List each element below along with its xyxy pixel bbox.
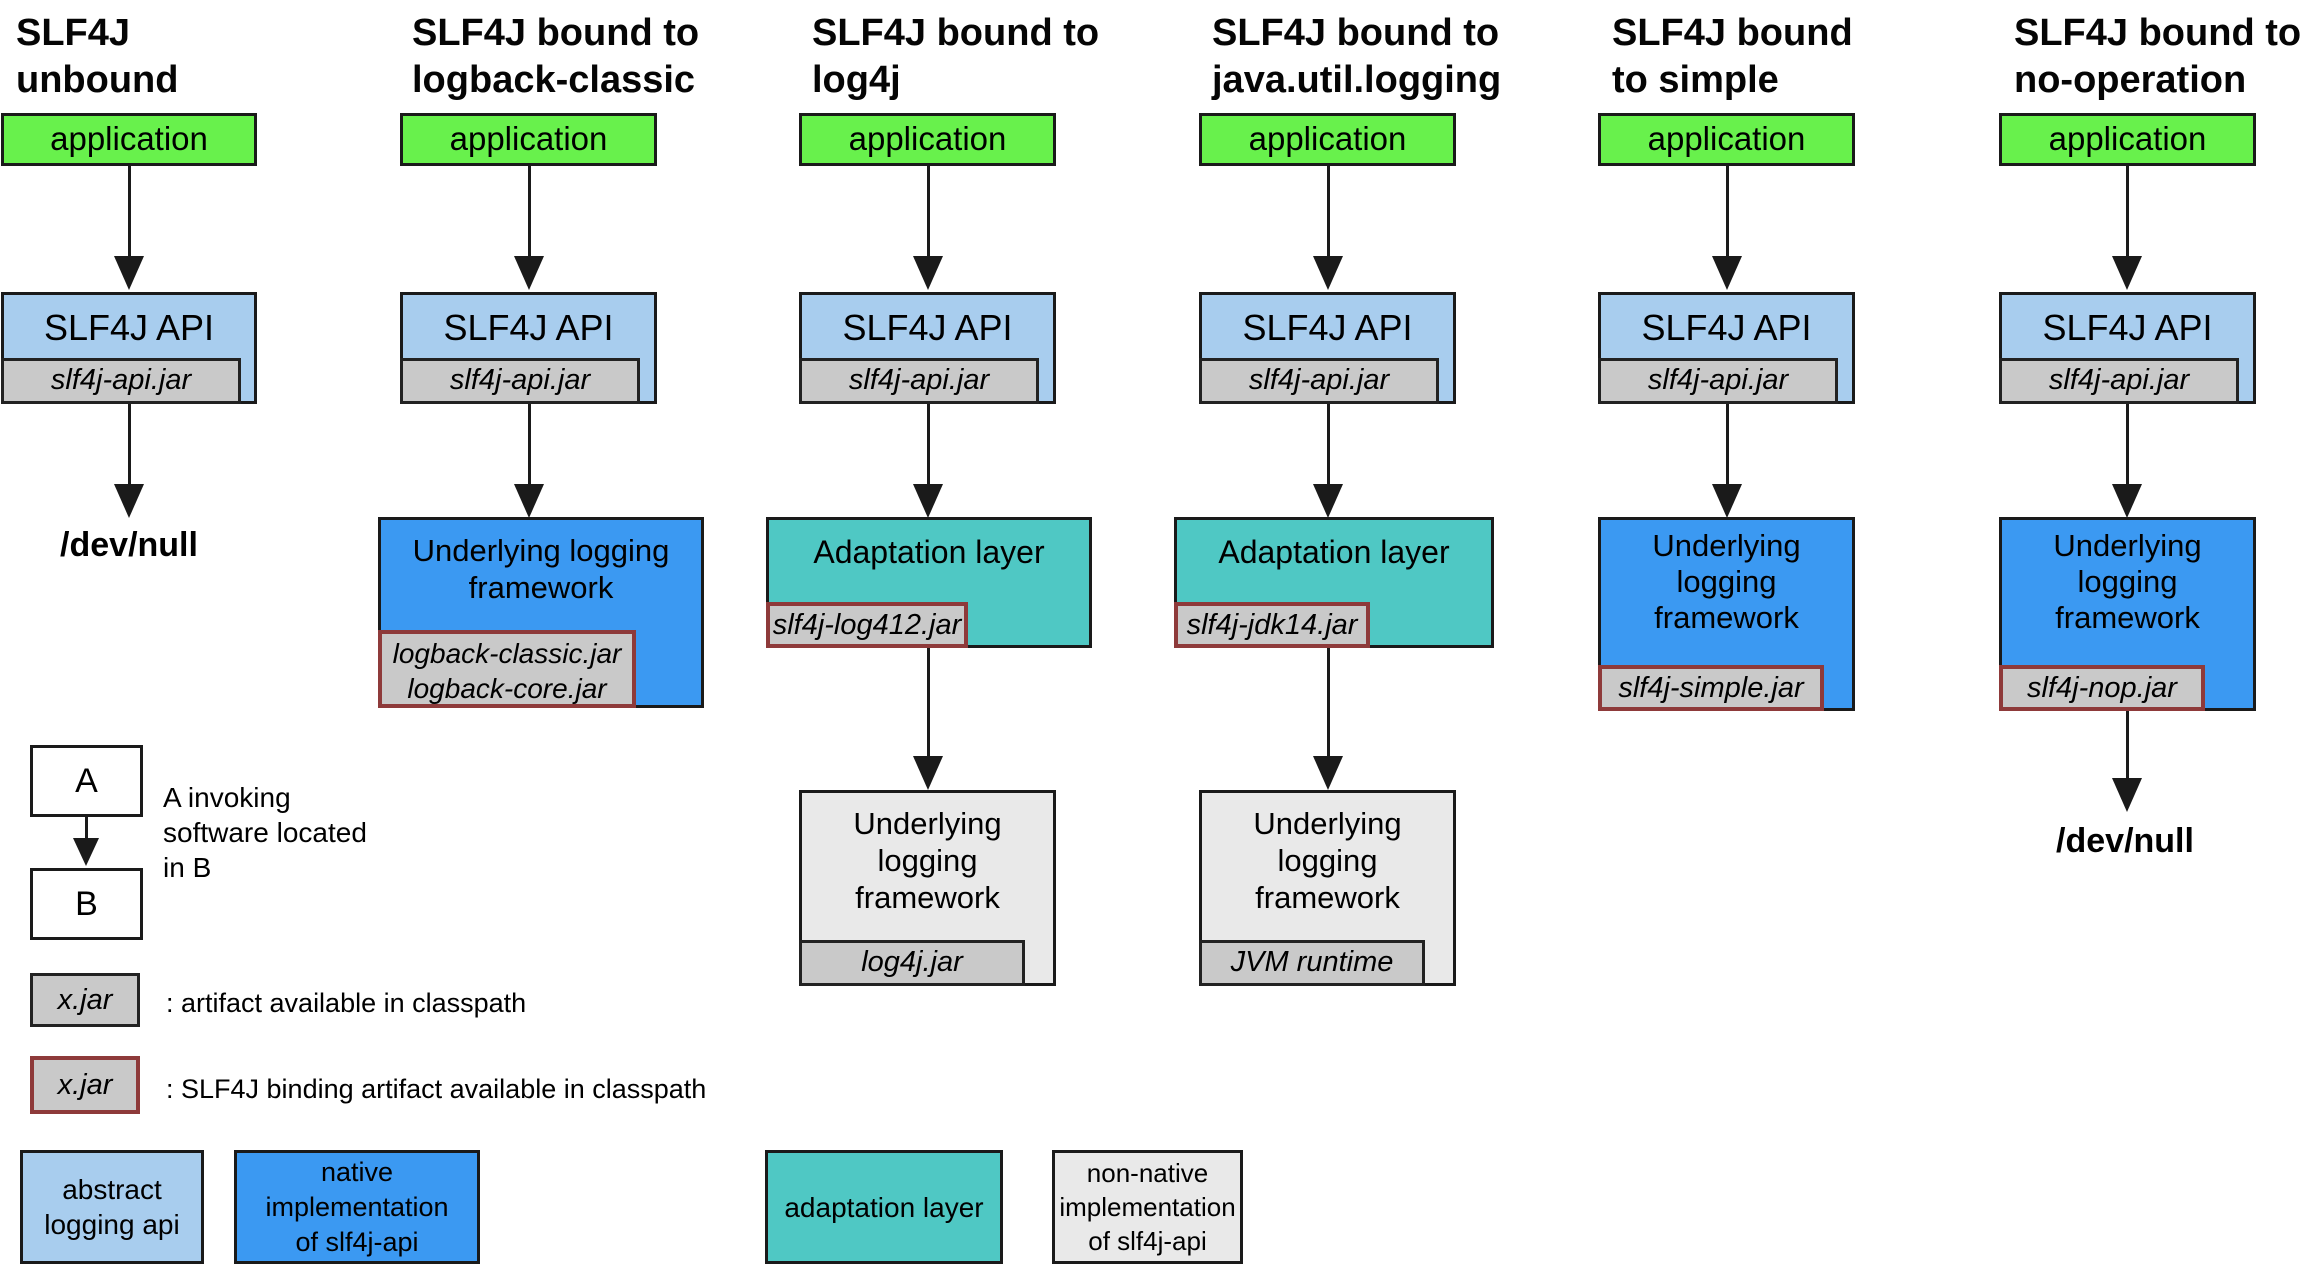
jar-jdk14-binding: slf4j-jdk14.jar bbox=[1174, 602, 1370, 648]
arrow-down-icon bbox=[114, 256, 144, 290]
arrow-line bbox=[528, 404, 531, 486]
swatch-adaptation-layer: adaptation layer bbox=[765, 1150, 1003, 1264]
arrow-down-icon bbox=[73, 838, 99, 866]
slf4j-api-box: SLF4J API slf4j-api.jar bbox=[799, 292, 1056, 404]
slf4j-api-box: SLF4J API slf4j-api.jar bbox=[400, 292, 657, 404]
jar-log4j: log4j.jar bbox=[799, 940, 1025, 986]
arrow-line bbox=[1327, 404, 1330, 486]
application-box: application bbox=[1999, 113, 2256, 166]
legend-invoke-caption: A invoking software located in B bbox=[163, 782, 367, 883]
jar-slf4j-api: slf4j-api.jar bbox=[1598, 358, 1838, 404]
slf4j-api-label: SLF4J API bbox=[43, 307, 215, 348]
arrow-line bbox=[1327, 648, 1330, 758]
underlying-framework-box: Underlying logging framework logback-cla… bbox=[378, 517, 704, 708]
arrow-line bbox=[85, 817, 88, 840]
application-box: application bbox=[1199, 113, 1456, 166]
arrow-down-icon bbox=[1712, 484, 1742, 518]
arrow-down-icon bbox=[2112, 484, 2142, 518]
legend-binding-caption: : SLF4J binding artifact available in cl… bbox=[166, 1074, 707, 1104]
slf4j-api-box: SLF4J API slf4j-api.jar bbox=[1999, 292, 2256, 404]
underlying-framework-box: Underlying logging framework log4j.jar bbox=[799, 790, 1056, 986]
underlying-framework-box: Underlying logging framework slf4j-simpl… bbox=[1598, 517, 1855, 711]
jar-slf4j-api: slf4j-api.jar bbox=[1999, 358, 2239, 404]
arrow-line bbox=[2126, 404, 2129, 486]
swatch-native-implementation: native implementation of slf4j-api bbox=[234, 1150, 480, 1264]
jar-logback-binding: logback-classic.jar logback-core.jar bbox=[378, 630, 636, 708]
arrow-down-icon bbox=[1313, 484, 1343, 518]
arrow-down-icon bbox=[1712, 256, 1742, 290]
slf4j-api-label: SLF4J API bbox=[1242, 307, 1413, 348]
arrow-down-icon bbox=[2112, 778, 2142, 812]
underlying-framework-label: Underlying logging framework bbox=[412, 533, 670, 605]
adaptation-layer-label: Adaptation layer bbox=[1218, 534, 1450, 570]
arrow-line bbox=[1726, 404, 1729, 486]
application-box: application bbox=[1598, 113, 1855, 166]
arrow-down-icon bbox=[114, 484, 144, 518]
arrow-line bbox=[128, 166, 131, 258]
arrow-down-icon bbox=[913, 484, 943, 518]
dev-null-label: /dev/null bbox=[60, 526, 198, 564]
legend-binding-jar-sample: x.jar bbox=[30, 1056, 140, 1114]
arrow-line bbox=[2126, 711, 2129, 780]
arrow-line bbox=[528, 166, 531, 258]
underlying-framework-box: Underlying logging framework JVM runtime bbox=[1199, 790, 1456, 986]
slf4j-api-label: SLF4J API bbox=[443, 307, 614, 348]
column-title-log4j: SLF4J bound to log4j bbox=[812, 12, 1100, 101]
column-title-nop: SLF4J bound to no-operation bbox=[2014, 12, 2302, 101]
arrow-line bbox=[128, 404, 131, 486]
column-title-logback: SLF4J bound to logback-classic bbox=[412, 12, 700, 101]
application-box: application bbox=[799, 113, 1056, 166]
arrow-down-icon bbox=[913, 256, 943, 290]
arrow-down-icon bbox=[2112, 256, 2142, 290]
arrow-down-icon bbox=[913, 756, 943, 790]
adaptation-layer-box: Adaptation layer slf4j-jdk14.jar bbox=[1174, 517, 1494, 648]
application-box: application bbox=[400, 113, 657, 166]
dev-null-label: /dev/null bbox=[2056, 822, 2194, 860]
underlying-framework-label: Underlying logging framework bbox=[1652, 528, 1801, 635]
underlying-framework-label: Underlying logging framework bbox=[853, 806, 1002, 915]
swatch-abstract-logging-api: abstract logging api bbox=[20, 1150, 204, 1264]
jar-slf4j-api: slf4j-api.jar bbox=[1, 358, 241, 404]
slf4j-api-label: SLF4J API bbox=[1641, 307, 1812, 348]
underlying-framework-label: Underlying logging framework bbox=[2053, 528, 2202, 635]
application-box: application bbox=[1, 113, 257, 166]
adaptation-layer-box: Adaptation layer slf4j-log412.jar bbox=[766, 517, 1092, 648]
legend-box-b: B bbox=[30, 868, 143, 940]
arrow-line bbox=[1726, 166, 1729, 258]
jar-log4j-binding: slf4j-log412.jar bbox=[766, 602, 968, 648]
column-title-unbound: SLF4J unbound bbox=[16, 12, 179, 101]
slf4j-api-box: SLF4J API slf4j-api.jar bbox=[1199, 292, 1456, 404]
arrow-down-icon bbox=[514, 256, 544, 290]
slf4j-api-box: SLF4J API slf4j-api.jar bbox=[1598, 292, 1855, 404]
legend-artifact-caption: : artifact available in classpath bbox=[166, 988, 527, 1018]
legend-box-a: A bbox=[30, 745, 143, 817]
slf4j-api-box: SLF4J API slf4j-api.jar bbox=[1, 292, 257, 404]
jar-slf4j-api: slf4j-api.jar bbox=[1199, 358, 1439, 404]
column-title-simple: SLF4J bound to simple bbox=[1612, 12, 1853, 101]
column-title-jul: SLF4J bound to java.util.logging bbox=[1212, 12, 1502, 101]
arrow-line bbox=[1327, 166, 1330, 258]
jar-slf4j-api: slf4j-api.jar bbox=[799, 358, 1039, 404]
underlying-framework-box: Underlying logging framework slf4j-nop.j… bbox=[1999, 517, 2256, 711]
arrow-down-icon bbox=[514, 484, 544, 518]
arrow-down-icon bbox=[1313, 256, 1343, 290]
adaptation-layer-label: Adaptation layer bbox=[813, 534, 1045, 570]
underlying-framework-label: Underlying logging framework bbox=[1253, 806, 1402, 915]
swatch-non-native-implementation: non-native implementation of slf4j-api bbox=[1052, 1150, 1243, 1264]
slf4j-api-label: SLF4J API bbox=[2042, 307, 2213, 348]
arrow-line bbox=[2126, 166, 2129, 258]
legend-jar-sample: x.jar bbox=[30, 973, 140, 1027]
arrow-down-icon bbox=[1313, 756, 1343, 790]
slf4j-api-label: SLF4J API bbox=[842, 307, 1013, 348]
jar-simple-binding: slf4j-simple.jar bbox=[1598, 665, 1824, 711]
jar-slf4j-api: slf4j-api.jar bbox=[400, 358, 640, 404]
arrow-line bbox=[927, 404, 930, 486]
arrow-line bbox=[927, 648, 930, 758]
jar-jvm-runtime: JVM runtime bbox=[1199, 940, 1425, 986]
arrow-line bbox=[927, 166, 930, 258]
jar-nop-binding: slf4j-nop.jar bbox=[1999, 665, 2205, 711]
